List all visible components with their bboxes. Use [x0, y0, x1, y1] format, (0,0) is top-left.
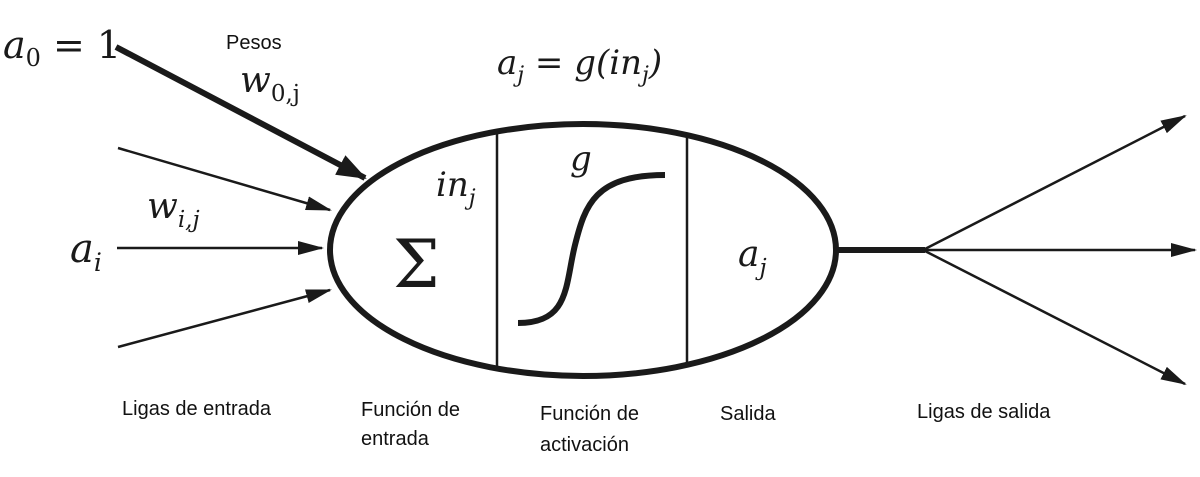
ligas-entrada-label: Ligas de entrada: [122, 398, 272, 420]
in-j-label: inj: [436, 165, 476, 211]
output-link-top: [922, 114, 1187, 252]
funcion-entrada-label-line2: entrada: [361, 428, 430, 450]
pesos-label: Pesos: [226, 32, 282, 54]
input-link-bias: [114, 44, 367, 181]
sigma-icon: Σ: [393, 226, 440, 303]
funcion-activacion-label-line2: activación: [540, 434, 629, 456]
salida-label: Salida: [720, 403, 776, 425]
input-link-1: [117, 146, 332, 212]
w0j-label: w0,j: [240, 60, 300, 107]
activation-equation: aj = g(inj): [497, 43, 662, 88]
ai-label: ai: [70, 226, 102, 277]
funcion-entrada-label-line1: Función de: [361, 399, 460, 421]
input-link-3: [117, 288, 332, 349]
sigmoid-curve-icon: [517, 172, 666, 326]
wij-label: wi,j: [147, 186, 200, 233]
g-label: g: [570, 139, 592, 179]
a0-label: a0 = 1: [3, 23, 121, 72]
funcion-activacion-label-line1: Función de: [540, 403, 639, 425]
output-link-bottom: [922, 248, 1187, 386]
aj-output-label: aj: [738, 234, 767, 281]
ligas-salida-label: Ligas de salida: [917, 401, 1051, 423]
